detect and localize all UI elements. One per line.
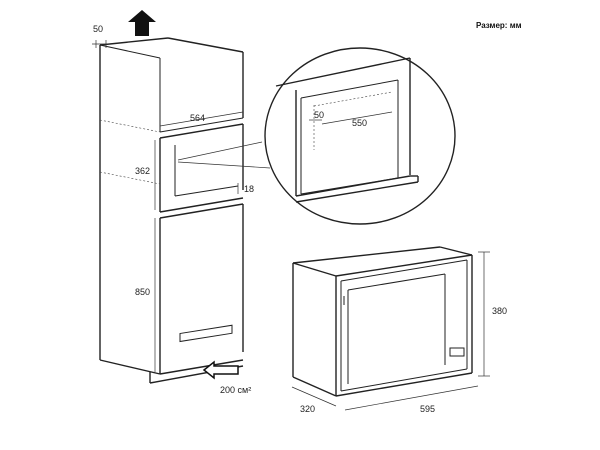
dim-vent-gap: 18 bbox=[244, 184, 254, 194]
dim-top-gap: 50 bbox=[93, 24, 103, 34]
dim-detail-gap: 50 bbox=[314, 110, 324, 120]
units-label: Размер: мм bbox=[476, 21, 522, 30]
dim-niche-width: 564 bbox=[190, 113, 205, 123]
dim-unit-depth: 320 bbox=[300, 404, 315, 414]
detail-zoom bbox=[264, 47, 456, 225]
dim-vent-area: 200 см² bbox=[220, 385, 251, 395]
airflow-in-arrow-icon bbox=[202, 360, 239, 380]
dim-detail-depth: 550 bbox=[352, 118, 367, 128]
dim-unit-height: 380 bbox=[492, 306, 507, 316]
dim-unit-width: 595 bbox=[420, 404, 435, 414]
tall-cabinet bbox=[99, 37, 244, 384]
airflow-up-arrow-icon bbox=[128, 10, 156, 36]
vent-slot bbox=[179, 324, 233, 343]
microwave-unit bbox=[292, 246, 473, 397]
dim-lower-height: 850 bbox=[135, 287, 150, 297]
dim-niche-height: 362 bbox=[135, 166, 150, 176]
